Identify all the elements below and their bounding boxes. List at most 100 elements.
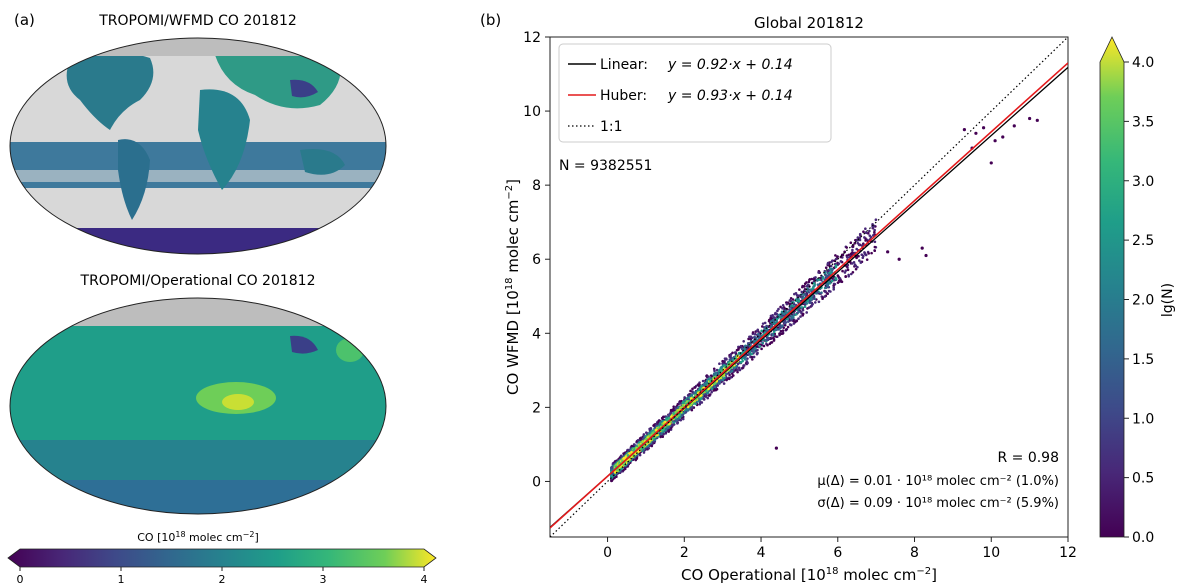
density-point xyxy=(647,446,651,450)
density-point xyxy=(863,251,866,254)
density-point xyxy=(683,396,686,399)
density-point xyxy=(748,335,751,339)
density-point xyxy=(684,410,688,414)
density-point xyxy=(750,352,753,356)
density-point xyxy=(800,290,804,294)
density-point xyxy=(676,418,679,421)
density-point xyxy=(677,406,680,409)
y-tick-label: 2 xyxy=(532,400,541,416)
density-point xyxy=(864,239,867,242)
map-colorbar-tick-label: 2 xyxy=(219,573,226,585)
density-point xyxy=(777,307,780,311)
density-point xyxy=(784,309,787,313)
density-point xyxy=(824,271,827,274)
density-point xyxy=(690,393,694,397)
y-tick-label: 6 xyxy=(532,252,541,268)
density-point xyxy=(735,348,739,352)
density-colorbar xyxy=(1099,36,1125,538)
density-point xyxy=(807,291,811,294)
density-point xyxy=(824,266,828,270)
density-point xyxy=(832,284,835,287)
stat-mu: μ(Δ) = 0.01 · 10¹⁸ molec cm⁻² (1.0%) xyxy=(817,474,1059,489)
density-point xyxy=(715,368,719,372)
density-point xyxy=(781,324,784,328)
density-point xyxy=(792,322,796,325)
density-point xyxy=(826,292,829,295)
density-point xyxy=(781,304,785,307)
density-point xyxy=(786,317,789,321)
density-point xyxy=(849,241,853,245)
density-point xyxy=(682,400,685,404)
density-point xyxy=(785,311,788,315)
density-point xyxy=(713,385,717,389)
density-point xyxy=(747,337,750,341)
x-tick-label: 8 xyxy=(910,545,919,561)
density-point xyxy=(638,453,642,457)
density-point xyxy=(719,366,723,370)
density-point xyxy=(874,218,878,222)
density-point xyxy=(740,347,744,351)
density-point xyxy=(795,293,799,297)
outlier-point xyxy=(989,161,993,165)
density-point xyxy=(845,246,849,249)
density-point xyxy=(812,277,816,281)
density-point xyxy=(782,312,786,316)
density-point xyxy=(830,270,833,273)
density-point xyxy=(652,424,655,427)
density-point xyxy=(776,328,780,331)
density-point xyxy=(650,444,654,448)
density-point xyxy=(781,307,784,310)
map-colorbar-tick-label: 1 xyxy=(118,573,125,585)
density-point xyxy=(619,454,623,458)
density-point xyxy=(766,343,769,347)
density-point xyxy=(851,245,855,248)
density-point xyxy=(739,344,743,348)
density-point xyxy=(710,390,713,394)
density-point xyxy=(746,357,749,360)
density-point xyxy=(784,307,787,311)
density-point xyxy=(659,435,662,439)
density-point xyxy=(763,321,767,325)
density-point xyxy=(739,361,743,364)
density-point xyxy=(707,375,710,378)
density-point xyxy=(873,245,877,249)
density-point xyxy=(773,312,777,316)
density-point xyxy=(817,300,821,304)
map-colorbar xyxy=(7,548,437,568)
density-point xyxy=(718,362,721,366)
density-point xyxy=(678,400,682,403)
colorbar-tick-label: 3.0 xyxy=(1132,174,1154,190)
density-point xyxy=(632,448,635,452)
map-colorbar-label: CO [1018 molec cm−2] xyxy=(137,530,258,544)
x-tick-label: 0 xyxy=(603,545,612,561)
density-point xyxy=(747,352,751,356)
density-point xyxy=(763,331,767,334)
density-point xyxy=(722,364,726,367)
density-point xyxy=(689,397,693,400)
density-point xyxy=(752,348,755,352)
density-point xyxy=(801,314,805,317)
density-point xyxy=(777,313,781,317)
outlier-point xyxy=(1012,124,1016,128)
density-point xyxy=(869,235,873,239)
y-tick-label: 12 xyxy=(523,30,541,46)
density-point xyxy=(806,307,809,310)
density-point xyxy=(816,283,820,286)
density-point xyxy=(740,357,744,361)
map-top xyxy=(9,37,387,255)
colorbar-tick-label: 3.5 xyxy=(1132,114,1154,130)
density-point xyxy=(731,351,734,355)
y-tick-label: 0 xyxy=(532,474,541,490)
x-tick-label: 6 xyxy=(833,545,842,561)
density-point xyxy=(797,300,801,303)
density-point xyxy=(873,240,877,244)
density-point xyxy=(836,255,839,259)
density-point xyxy=(642,451,646,454)
density-point xyxy=(754,347,757,350)
density-point xyxy=(676,402,680,406)
density-point xyxy=(735,364,739,368)
density-point xyxy=(737,351,741,355)
density-point xyxy=(791,298,795,301)
density-point xyxy=(803,282,807,286)
panel-a-label: (a) xyxy=(14,11,35,29)
